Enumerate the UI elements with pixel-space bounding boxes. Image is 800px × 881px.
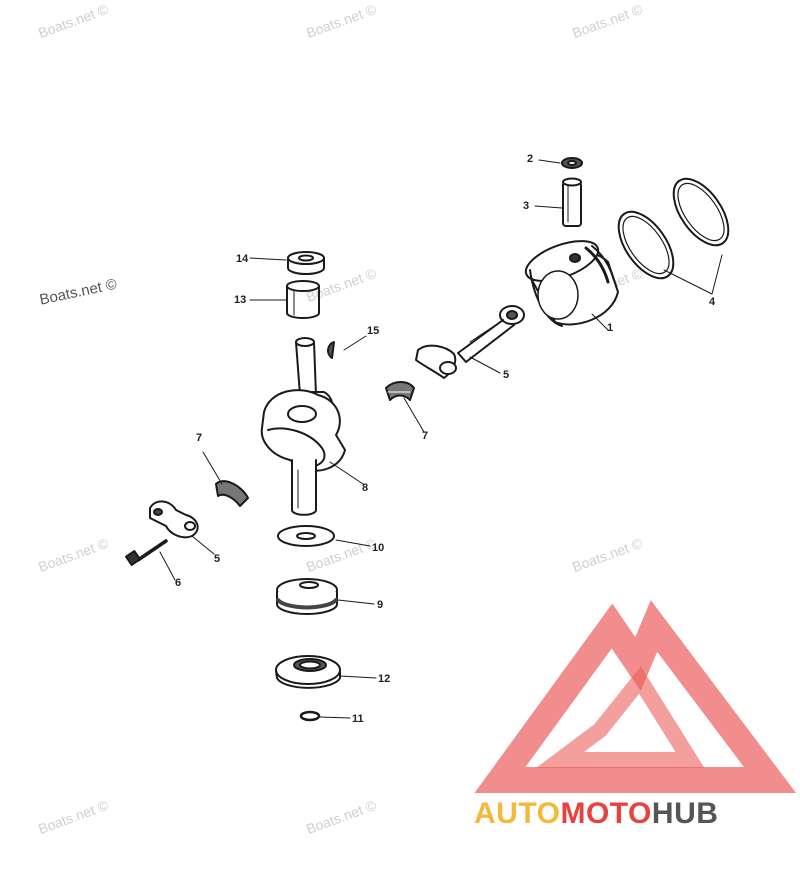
leader-lines (159, 159, 723, 719)
connecting-rod-cap-part (149, 500, 199, 539)
thrust-washer-part (277, 525, 335, 547)
crankshaft-part (260, 337, 346, 516)
callout-label-11: 11 (352, 713, 364, 725)
brand-logo-icon (474, 600, 797, 793)
piston-part (524, 240, 619, 327)
brand-part-moto: MOTO (560, 797, 652, 830)
piston-pin-part (562, 177, 582, 227)
callout-label-5: 5 (503, 369, 510, 381)
callout-label-1: 1 (607, 322, 614, 334)
callout-label-5: 5 (214, 553, 221, 565)
callout-label-6: 6 (175, 577, 182, 589)
callout-label-2: 2 (527, 153, 534, 165)
callout-label-10: 10 (372, 542, 385, 554)
brand-part-hub: HUB (651, 797, 719, 830)
callout-label-8: 8 (362, 482, 369, 494)
connecting-rod-part (415, 305, 525, 379)
piston-rings-part (617, 177, 730, 280)
bearing-race-part (287, 251, 325, 275)
callout-label-13: 13 (234, 294, 247, 306)
callout-label-9: 9 (377, 599, 384, 611)
brand-part-auto: AUTO (474, 797, 561, 830)
callout-label-7: 7 (422, 430, 429, 442)
piston-pin-retainer-part (561, 157, 583, 169)
needle-bearing-part (385, 381, 415, 401)
callout-label-14: 14 (236, 253, 249, 265)
bearing-sleeve-part (286, 280, 320, 319)
callout-label-3: 3 (523, 200, 530, 212)
o-ring-part (299, 710, 321, 722)
callout-label-4: 4 (709, 296, 716, 308)
end-cap-part (275, 655, 341, 689)
callout-label-7: 7 (196, 432, 203, 444)
brand-wordmark: AUTOMOTOHUB (474, 797, 718, 831)
cap-screw-part (125, 539, 168, 566)
woodruff-key-part (327, 341, 335, 359)
oil-seal-part (276, 578, 338, 615)
callout-label-15: 15 (367, 325, 380, 337)
needle-bearing-part (215, 480, 249, 507)
callout-label-12: 12 (378, 673, 391, 685)
